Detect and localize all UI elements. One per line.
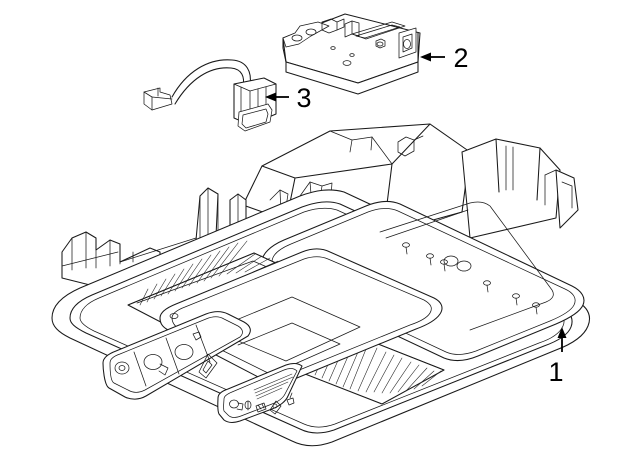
callout-2-number: 2	[453, 43, 468, 73]
part-overhead-console	[51, 123, 591, 447]
callout-1-number: 1	[548, 357, 563, 387]
callout-3-number: 3	[296, 83, 311, 113]
callout-3-arrowhead	[265, 92, 276, 102]
fastener-bosses	[402, 242, 540, 315]
callout-1: 1	[548, 327, 567, 387]
callout-2-arrowhead	[420, 52, 431, 62]
callout-2: 2	[420, 43, 469, 73]
part-control-module	[282, 13, 421, 95]
part-wire-harness	[143, 59, 277, 132]
console-switch-panel	[102, 311, 303, 423]
callout-3: 3	[265, 83, 312, 113]
callout-1-arrowhead	[557, 327, 567, 338]
